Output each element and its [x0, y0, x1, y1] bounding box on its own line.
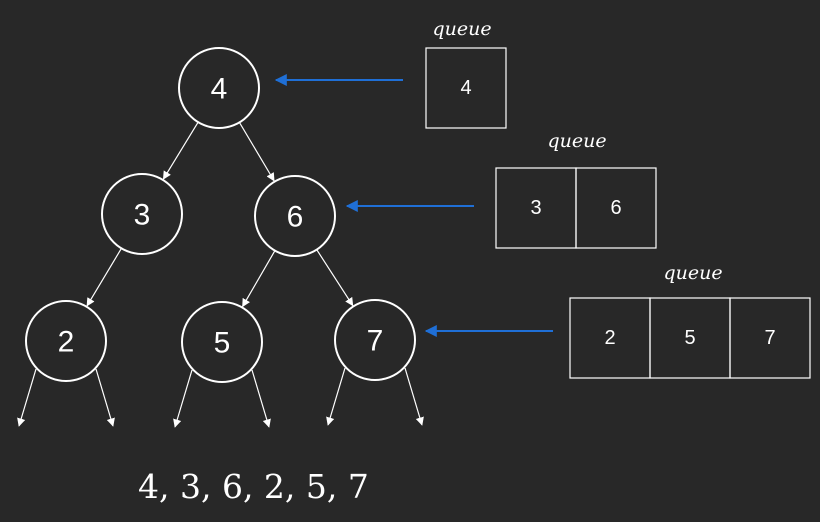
- tree-node-5: 5: [181, 301, 263, 383]
- tree-edge-n6-n7: [316, 249, 354, 307]
- null-child-edge-n2-right: [95, 368, 115, 427]
- node-circle: [181, 301, 263, 383]
- queue-cell-value: 3: [530, 197, 541, 219]
- queue-cell: [729, 297, 811, 379]
- node-circle: [334, 299, 416, 381]
- queue-cell: [425, 47, 507, 129]
- node-circle: [25, 300, 107, 382]
- tree-node-4: 4: [178, 47, 260, 129]
- tree-edge-n6-n5: [242, 250, 276, 308]
- queue-cell-value: 6: [610, 197, 621, 219]
- queue-panel-2: queue 3 6: [495, 130, 657, 249]
- node-value: 7: [367, 325, 384, 358]
- node-circle: [254, 175, 336, 257]
- null-child-edge-n2-left: [17, 368, 37, 427]
- node-value: 4: [211, 73, 228, 106]
- queue-panel-1: queue 4: [425, 18, 507, 129]
- queue-label: queue: [547, 130, 606, 152]
- null-child-edge-n7-left: [326, 367, 346, 426]
- node-value: 2: [58, 326, 75, 359]
- queue-label: queue: [663, 262, 722, 284]
- tree-edge-n3-n2: [86, 248, 122, 307]
- null-child-edge-n5-left: [173, 369, 193, 428]
- tree-edges: [17, 121, 424, 428]
- null-child-edge-n5-right: [251, 369, 271, 428]
- queue-cell-value: 2: [604, 327, 615, 349]
- queue-panel-3: queue 2 5 7: [569, 262, 811, 379]
- queue-cell-value: 4: [460, 77, 471, 99]
- tree-node-3: 3: [101, 173, 183, 255]
- queue-pointers: [274, 74, 553, 337]
- tree-node-6: 6: [254, 175, 336, 257]
- node-circle: [178, 47, 260, 129]
- tree-edge-n4-n6: [238, 122, 275, 182]
- queue-panels: queue 4 queue 3 6 queue 2 5 7: [425, 18, 811, 379]
- node-value: 3: [134, 199, 151, 232]
- tree-nodes: 4 3 6 2 5 7: [25, 47, 416, 383]
- node-value: 5: [214, 327, 231, 360]
- tree-node-2: 2: [25, 300, 107, 382]
- queue-cell-value: 7: [764, 327, 775, 349]
- queue-cell: [575, 167, 657, 249]
- tree-node-7: 7: [334, 299, 416, 381]
- null-child-edge-n7-right: [404, 367, 424, 426]
- tree-edge-n4-n3: [162, 121, 199, 180]
- node-circle: [101, 173, 183, 255]
- node-value: 6: [287, 201, 304, 234]
- queue-label: queue: [432, 18, 491, 40]
- traversal-output: 4, 3, 6, 2, 5, 7: [138, 467, 369, 506]
- queue-cell-value: 5: [684, 327, 695, 349]
